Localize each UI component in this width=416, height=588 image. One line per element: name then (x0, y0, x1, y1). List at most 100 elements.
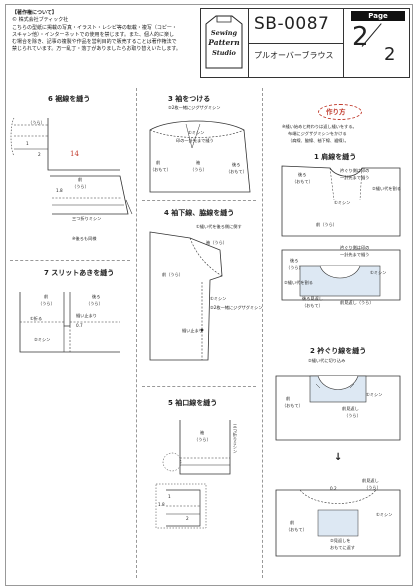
s3-ushiro-label: 後ろ (232, 162, 241, 167)
tsukurikata-note-3: （肩線、脇線、袖下線、裾線）。 (288, 138, 349, 143)
s6-note: ※後ろも同様 (72, 236, 97, 241)
copyright-line-2: スキャン他）・インターネットでの使用を禁じます。また、個人的に楽し (12, 32, 175, 38)
s7-tome-label: 縫い止まり (76, 313, 97, 318)
s1-mae-mikae2-label: 前見返し（うら） (340, 300, 374, 305)
s6-dim-18: 1.8 (56, 188, 63, 193)
s1-title: 1 肩線を縫う (314, 153, 357, 161)
s3-mishin-label: ①ミシン (188, 130, 205, 135)
s4-mishin-label: ①ミシン (210, 296, 227, 301)
s2-title: 2 衿ぐり線を縫う (310, 347, 367, 355)
s7-ori-label: ①折る (30, 316, 43, 321)
copyright-line-1: こちらの型紙に掲載の写真・イラスト・レシピ等の転載・複写（コピー・ (12, 25, 177, 31)
s2-dim-02: 0.2 (330, 486, 337, 491)
s3-mae-label: 前 (156, 160, 161, 165)
s3-sode-ura-label: （うら） (190, 167, 207, 172)
page-label: Page (368, 12, 388, 20)
s2-ura-label: （うら） (344, 413, 361, 418)
s1-omote-label: （おもて） (292, 179, 313, 184)
s2-mikae-label: 前見返し (342, 406, 359, 411)
s1-ura2-label: （うら） (286, 265, 303, 270)
s3-title: 3 袖をつける (168, 95, 211, 103)
s7-ushiro-label: 後ろ (92, 294, 101, 299)
s2-mikae2-label: 前見返し (362, 478, 379, 483)
logo-text-2: Pattern (208, 38, 240, 47)
s2-omote-label: （おもて） (282, 403, 303, 408)
s1-mishin-label: ①ミシン (334, 200, 351, 205)
pattern-title: プルオーバーブラウス (254, 51, 334, 60)
page-number: 2 (352, 22, 369, 52)
page-label-badge (351, 11, 405, 21)
pattern-code: SB-0087 (254, 14, 330, 34)
copyright-line-3: む場合を除き、記事の複製や作品を営利目的で販売することは著作権法で (12, 39, 177, 45)
s1-omote2-label: （おもて） (302, 303, 323, 308)
tsukurikata-note-2: 布端にジグザグミシンをかける (288, 131, 347, 136)
row-divider-mid-2 (142, 386, 256, 387)
s4-title: 4 袖下線、脇線を縫う (164, 209, 235, 217)
s2-omote2-label: （おもて） (286, 527, 307, 532)
s2-mae-label: 前 (286, 396, 291, 401)
s4-zigzag-label: ②2枚一緒にジグザグミシン (210, 305, 263, 310)
s1-zigzag-label: ②縫い代を割る (372, 186, 401, 191)
s1-eri-label: 衿ぐり側は印の (340, 168, 370, 173)
s1-ushiro2-label: 後ろ (290, 258, 299, 263)
s3-sode-label: 袖 (196, 160, 201, 165)
s5-title: 5 袖口線を縫う (168, 399, 218, 407)
s7-ushiro-ura-label: （うら） (86, 301, 103, 306)
s2-arrow: ↓ (334, 452, 343, 463)
s1-mishin2-label: ①ミシン (370, 270, 387, 275)
s6-mae-ura-label: （うら） (72, 184, 89, 189)
row-divider-left (10, 260, 130, 261)
s2-mae2-label: 前 (290, 520, 295, 525)
s5-dim-2: 2 (186, 516, 189, 521)
s1-mae-label: 前（うら） (316, 222, 337, 227)
s2-mishin-label: ①ミシン (366, 392, 383, 397)
page-total: 2 (384, 44, 396, 65)
s3-align-label: 印の一針先まで縫う (176, 138, 214, 143)
row-divider-mid-1 (142, 200, 256, 201)
column-divider-1 (136, 88, 137, 578)
s7-mishin-label: ②ミシン (34, 337, 51, 342)
s4-sub: ①縫い代を後ろ側に倒す (196, 224, 242, 229)
copyright-title: 【著作権について】 (12, 10, 57, 16)
s4-mae-label: 前（うら） (162, 272, 183, 277)
logo-icon (205, 15, 243, 69)
s6-mitsu-label: 三つ折りミシン (72, 216, 102, 221)
header-box (200, 8, 410, 78)
s3-sub: ②2枚一緒にジグザグミシン (168, 105, 221, 110)
s7-dim-07: 0.7 (76, 323, 83, 328)
logo-badge: Sewing Pattern Studio (204, 14, 244, 72)
tsukurikata-badge (318, 104, 362, 120)
s2-kaeshi2-label: おもてに返す (330, 545, 355, 550)
s1-mae-mikae-label: 後ろ見返し (302, 296, 323, 301)
s6-dim-2: 2 (38, 152, 41, 157)
s1-eri4-label: 一針先まで縫う (340, 252, 370, 257)
copyright-company: © 株式会社ブティック社 (12, 17, 69, 23)
s1-eri2-label: 一針先まで縫う (340, 175, 370, 180)
s2-ura2-label: （うら） (364, 485, 381, 490)
s7-mae-label: 前 (44, 294, 49, 299)
column-divider-2 (262, 88, 263, 578)
s5-mitsu-label: 三つ折りミシン (233, 424, 238, 454)
s4-nuidome-label: 縫い止まり (182, 328, 203, 333)
s2-kaeshi-label: ②見返しを (330, 538, 351, 543)
s1-eri3-label: 衿ぐり側は印の (340, 245, 370, 250)
s5-dim-1: 1 (168, 494, 171, 499)
s1-ushiro-label: 後ろ (298, 172, 307, 177)
s6-title: 6 裾線を縫う (48, 95, 91, 103)
s6-hand-note: 14 (70, 150, 79, 158)
s2-mishin2-label: ①ミシン (376, 512, 393, 517)
s7-ura-label: （うら） (38, 301, 55, 306)
s4-sode-label: 袖（うら） (206, 240, 227, 245)
tsukurikata-note-1: ※縫い始めと終わりは返し縫いをする。 (282, 124, 357, 129)
s5-ura-label: （うら） (194, 437, 211, 442)
header-divider-2 (343, 8, 344, 78)
s6-ura-label: （うら） (28, 120, 45, 125)
s3-ushiro-omote-label: （おもて） (226, 169, 247, 174)
s5-dim-18: 1.8 (158, 502, 165, 507)
logo-text-3: Studio (212, 49, 236, 57)
